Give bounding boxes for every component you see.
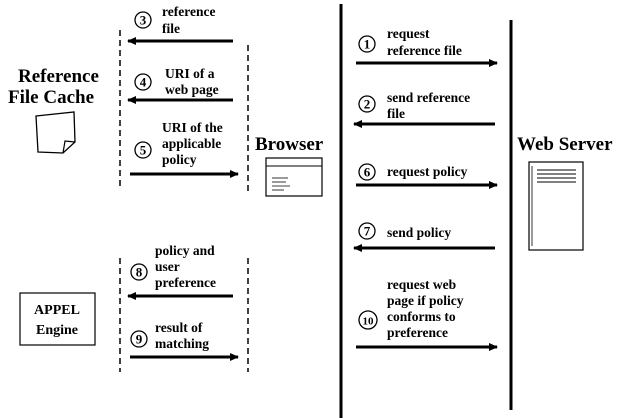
step-9-label-line2: matching bbox=[155, 336, 209, 351]
step-4-number: 4 bbox=[140, 75, 147, 90]
step-8: 8 policy and user preference bbox=[130, 243, 216, 290]
step-10: 10 request web page if policy conforms t… bbox=[358, 277, 464, 340]
step-3: 3 reference file bbox=[134, 4, 215, 36]
cache-document-icon bbox=[35, 111, 76, 154]
browser-window-icon bbox=[265, 157, 323, 197]
step-6-label: request policy bbox=[387, 164, 468, 179]
step-4-label-line2: web page bbox=[165, 82, 219, 97]
step-4: 4 URI of a web page bbox=[134, 66, 219, 97]
step-3-number: 3 bbox=[140, 13, 147, 28]
appel-title-line2: Engine bbox=[36, 323, 78, 338]
appel-engine-box: APPEL Engine bbox=[19, 292, 96, 346]
step-7-number: 7 bbox=[364, 224, 371, 239]
step-3-number-circle bbox=[134, 11, 152, 29]
step-2-number: 2 bbox=[364, 97, 371, 112]
step-7-number-circle bbox=[358, 222, 376, 240]
step-1: 1 request reference file bbox=[358, 26, 462, 58]
step-6: 6 request policy bbox=[358, 163, 468, 181]
step-10-label-line4: preference bbox=[387, 325, 448, 340]
step-5-number: 5 bbox=[140, 143, 147, 158]
cache-title-line1: Reference bbox=[18, 66, 99, 87]
step-9-number-circle bbox=[130, 330, 148, 348]
step-5: 5 URI of the applicable policy bbox=[134, 120, 223, 167]
step-5-label-line3: policy bbox=[162, 152, 197, 167]
step-8-label-line3: preference bbox=[155, 275, 216, 290]
step-10-label-line2: page if policy bbox=[387, 293, 464, 308]
step-7-label: send policy bbox=[387, 225, 451, 240]
step-8-number: 8 bbox=[136, 265, 143, 280]
step-4-number-circle bbox=[134, 73, 152, 91]
step-6-number: 6 bbox=[364, 165, 371, 180]
step-6-number-circle bbox=[358, 163, 376, 181]
server-title: Web Server bbox=[517, 134, 613, 155]
step-2: 2 send reference file bbox=[358, 90, 470, 121]
step-10-label-line1: request web bbox=[387, 277, 456, 292]
browser-title: Browser bbox=[255, 134, 324, 155]
step-1-number: 1 bbox=[364, 37, 371, 52]
step-1-number-circle bbox=[358, 35, 376, 53]
step-10-number: 10 bbox=[363, 316, 375, 328]
step-4-label-line1: URI of a bbox=[165, 66, 215, 81]
cache-title-line2: File Cache bbox=[8, 87, 94, 108]
step-9: 9 result of matching bbox=[130, 320, 209, 351]
step-10-label-line3: conforms to bbox=[387, 309, 456, 324]
step-8-number-circle bbox=[130, 263, 148, 281]
step-8-label-line1: policy and bbox=[155, 243, 215, 258]
step-2-label-line2: file bbox=[387, 106, 405, 121]
step-2-label-line1: send reference bbox=[387, 90, 470, 105]
appel-title-line1: APPEL bbox=[34, 303, 80, 318]
step-10-number-circle bbox=[358, 310, 378, 330]
step-1-label-line2: reference file bbox=[387, 43, 462, 58]
step-7: 7 send policy bbox=[358, 222, 451, 240]
step-3-label-line1: reference bbox=[162, 4, 215, 19]
step-5-label-line1: URI of the bbox=[162, 120, 223, 135]
step-9-number: 9 bbox=[136, 332, 143, 347]
step-2-number-circle bbox=[358, 95, 376, 113]
step-5-number-circle bbox=[134, 141, 152, 159]
server-tower-icon bbox=[528, 161, 584, 251]
step-8-label-line2: user bbox=[155, 259, 180, 274]
step-5-label-line2: applicable bbox=[162, 136, 221, 151]
step-9-label-line1: result of bbox=[155, 320, 203, 335]
step-3-label-line2: file bbox=[162, 21, 180, 36]
step-1-label-line1: request bbox=[387, 26, 430, 41]
